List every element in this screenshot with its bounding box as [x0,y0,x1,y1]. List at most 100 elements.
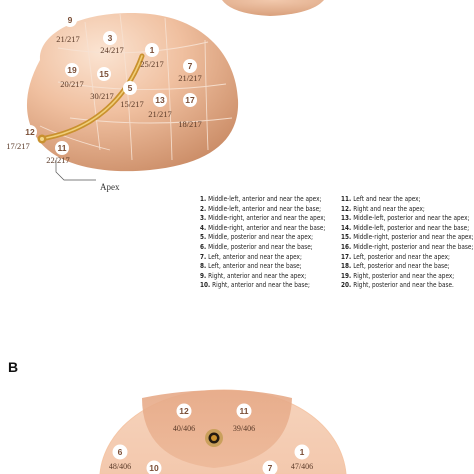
legend-item: 8. Left, anterior and near the base; [200,262,335,272]
legend-item: 3. Middle-right, anterior and near the a… [200,214,335,224]
zone-fraction: 25/217 [140,59,164,69]
legend-item: 17. Left, posterior and near the apex; [341,253,474,263]
zone-number: 1 [300,447,305,457]
legend-item: 4. Middle-right, anterior and near the b… [200,224,335,234]
zone-badge [236,403,252,419]
legend-number: 4. [200,223,209,232]
upper-gland-fragment [222,0,324,16]
legend-item: 14. Middle-left, posterior and near the … [341,224,474,234]
legend-text: Left and near the apex; [353,195,421,203]
zone-badge [176,403,192,419]
zone-badge [65,63,79,77]
legend-item: 2. Middle-left, anterior and near the ba… [200,205,335,215]
zone-badge [183,93,197,107]
zone-fraction: 22/217 [46,155,70,165]
legend-number: 12. [341,204,354,213]
legend-text: Left, posterior and near the apex; [353,252,450,261]
zone-label: 17 18/217 [178,93,202,129]
apex-label: Apex [100,182,120,192]
zone-label: 11 39/406 [233,403,255,433]
legend-number: 11. [341,195,354,203]
zone-number: 1 [150,45,155,55]
legend-number: 19. [341,271,354,280]
legend-number: 2. [200,204,209,213]
legend-number: 5. [200,233,209,242]
zone-number: 19 [67,65,77,75]
zone-badge [97,67,111,81]
zone-number: 3 [108,33,113,43]
zone-badge [63,13,77,27]
legend-number: 15. [341,233,354,242]
legend-item: 18. Left, posterior and near the base; [341,262,474,272]
zone-label: 5 15/217 [120,81,144,109]
legend-text: Right, anterior and near the apex; [208,271,307,280]
zone-fraction: 17/217 [6,141,30,151]
legend-text: Middle-right, anterior and near the base… [208,223,326,232]
legend-text: Middle-left, posterior and near the apex… [353,214,470,223]
legend-number: 10. [200,281,213,290]
legend-number: 13. [341,214,354,223]
zone-fraction: 15/217 [120,99,144,109]
legend-text: Right, anterior and near the base; [212,281,310,290]
zone-number: 12 [179,406,189,416]
zone-fraction: 40/406 [173,424,195,433]
zone-number: 7 [188,61,193,71]
legend-number: 16. [341,242,354,251]
apex-callout: Apex [55,160,120,192]
legend-text: Middle, posterior and near the base; [208,242,313,251]
zone-badge [146,460,162,474]
legend-text: Middle-left, anterior and near the base; [208,204,322,213]
legend-number: 14. [341,223,354,232]
legend-item: 10. Right, anterior and near the base; [200,281,335,291]
zone-badge [183,59,197,73]
zone-fraction: 18/217 [178,119,202,129]
legend-column-left: 1. Middle-left, anterior and near the ap… [200,195,335,291]
zone-fraction: 21/217 [178,73,202,83]
zone-label: 12 17/217 [6,125,37,151]
zone-label: 12 40/406 [173,403,195,433]
zone-label: 7 21/217 [178,59,202,83]
legend-item: 20. Right, posterior and near the base. [341,281,474,291]
zone-badge [294,444,310,460]
zone-badge [262,460,278,474]
legend-text: Left, anterior and near the base; [208,262,302,271]
zone-number: 11 [58,143,67,153]
legend-text: Right and near the apex; [353,204,425,213]
zone-fraction: 24/217 [100,45,124,55]
legend-text: Middle-right, posterior and near the bas… [353,242,474,251]
legend-number: 8. [200,262,209,271]
legend-number: 18. [341,262,354,271]
zone-number: 10 [149,463,159,473]
panel-b-label: B [8,359,18,375]
zone-number: 12 [25,127,35,137]
zone-fraction: 21/217 [148,109,172,119]
legend-item: 13. Middle-left, posterior and near the … [341,214,474,224]
legend-number: 3. [200,214,209,223]
zone-fraction: 30/217 [90,91,114,101]
zone-number: 17 [185,95,195,105]
legend-number: 17. [341,252,354,261]
legend-column-right: 11. Left and near the apex;12. Right and… [341,195,474,291]
zone-number: 7 [268,463,273,473]
legend-item: 19. Right, posterior and near the apex; [341,272,474,282]
zone-badge [123,81,137,95]
legend-item: 9. Right, anterior and near the apex; [200,272,335,282]
zone-number: 5 [128,83,133,93]
legend-number: 20. [341,281,354,290]
zone-number: 9 [68,15,73,25]
legend-number: 7. [200,252,209,261]
legend-item: 11. Left and near the apex; [341,195,474,205]
legend-item: 16. Middle-right, posterior and near the… [341,243,474,253]
legend-text: Middle, posterior and near the apex; [208,233,314,242]
zone-fraction: 47/406 [291,462,313,471]
zone-fraction: 39/406 [233,424,255,433]
zone-fraction: 48/406 [109,462,131,471]
zone-label: 1 47/406 [291,444,313,471]
legend-text: Middle-left, posterior and near the base… [353,223,470,232]
zone-badge [145,43,159,57]
zone-number: 11 [240,406,249,416]
